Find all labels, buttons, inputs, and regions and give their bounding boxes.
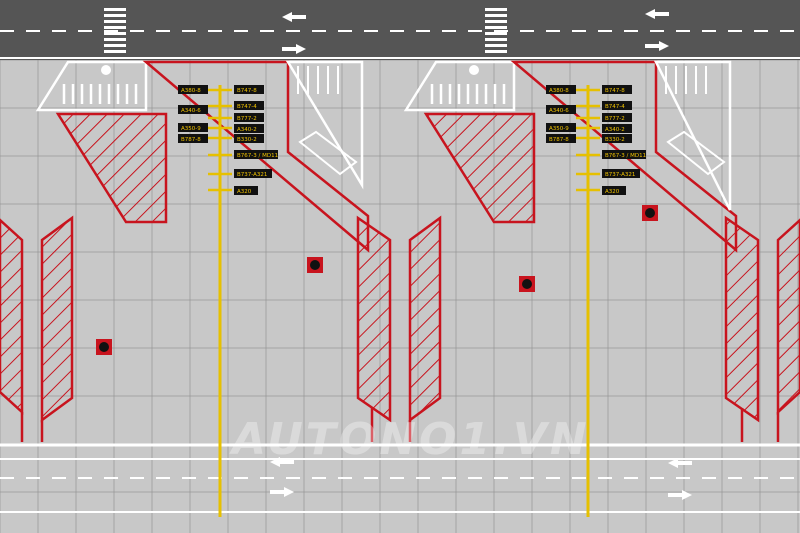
stop-bar-label: A320: [237, 189, 252, 195]
stop-bar-labels-right: B747-8 B747-4 B777-2 A340-2 B330-2 B767-…: [234, 85, 278, 195]
right-arrow-icon: [668, 490, 692, 500]
top-service-road: [0, 0, 800, 60]
top-crosswalk-left: [104, 8, 126, 53]
no-parking-hatched-area: [423, 112, 536, 224]
stop-bar-label: B767-3 / MD11: [605, 153, 646, 159]
stop-bar-label: B747-8: [605, 88, 625, 94]
wingtip-clearance-edge: [776, 218, 800, 415]
stop-bar-label: B737-A321: [237, 172, 267, 178]
stop-bar-label: B737-A321: [605, 172, 635, 178]
stop-bar-label: A340-6: [181, 108, 201, 114]
bottom-service-road: [0, 443, 800, 533]
stop-bar-label: A340-2: [605, 127, 625, 133]
left-arrow-icon: [668, 458, 692, 468]
stand-boundary-red: [510, 60, 738, 253]
grounding-point: [96, 339, 112, 355]
stop-bar-label: A350-9: [181, 126, 201, 132]
right-arrow-icon: [270, 487, 294, 497]
stop-bar-label: B747-4: [605, 104, 625, 110]
stop-bar-label: B777-2: [237, 116, 257, 122]
stop-bar-label: A340-2: [237, 127, 257, 133]
watermark: AUTONO1.VN: [229, 414, 590, 465]
stand-boundary-red: [142, 60, 370, 253]
stop-bar-labels-left: A380-8 A340-6 A350-9 B787-8: [178, 85, 208, 143]
stop-bar-label: B747-8: [237, 88, 257, 94]
grounding-point: [519, 276, 535, 292]
top-crosswalk-right: [485, 8, 507, 53]
wingtip-clearance-inner: [408, 215, 442, 423]
grounding-point: [307, 257, 323, 273]
stop-bar-label: A350-9: [549, 126, 569, 132]
stand-right: A380-8 A340-6 A350-9 B787-8 B747-8 B747-…: [403, 60, 800, 517]
stop-bar-label: B747-4: [237, 104, 257, 110]
stop-bar-label: B787-8: [549, 137, 569, 143]
left-arrow-icon: [645, 9, 669, 19]
stop-bar-label: A380-8: [549, 88, 569, 94]
stop-bar-label: B777-2: [605, 116, 625, 122]
stop-bar-label: B330-2: [605, 137, 625, 143]
right-arrow-icon: [645, 41, 669, 51]
grounding-point: [642, 205, 658, 221]
stop-bar-label: B767-3 / MD11: [237, 153, 278, 159]
wingtip-clearance-right: [724, 215, 760, 423]
right-arrow-icon: [282, 44, 306, 54]
wingtip-clearance-inner: [40, 215, 74, 423]
stop-bar-labels-left: A380-8 A340-6 A350-9 B787-8: [546, 85, 576, 143]
stop-bar-label: B787-8: [181, 137, 201, 143]
stop-bar-label: A320: [605, 189, 620, 195]
stop-bar-label: B330-2: [237, 137, 257, 143]
wingtip-clearance-left: [0, 218, 24, 415]
gse-boundary-white: [653, 60, 732, 211]
wingtip-clearance-right: [356, 215, 392, 423]
no-parking-hatched-area: [55, 112, 168, 224]
left-arrow-icon: [282, 12, 306, 22]
stop-bar-labels-right: B747-8 B747-4 B777-2 A340-2 B330-2 B767-…: [602, 85, 646, 195]
stop-bars: [576, 88, 600, 192]
stop-bar-label: A380-8: [181, 88, 201, 94]
gse-boundary-white: [285, 60, 364, 190]
stop-bar-label: A340-6: [549, 108, 569, 114]
stand-left: A380-8 A340-6 A350-9 B787-8 B747-8 B747-…: [0, 60, 392, 517]
stop-bars: [208, 88, 232, 192]
left-arrow-icon: [270, 457, 294, 467]
